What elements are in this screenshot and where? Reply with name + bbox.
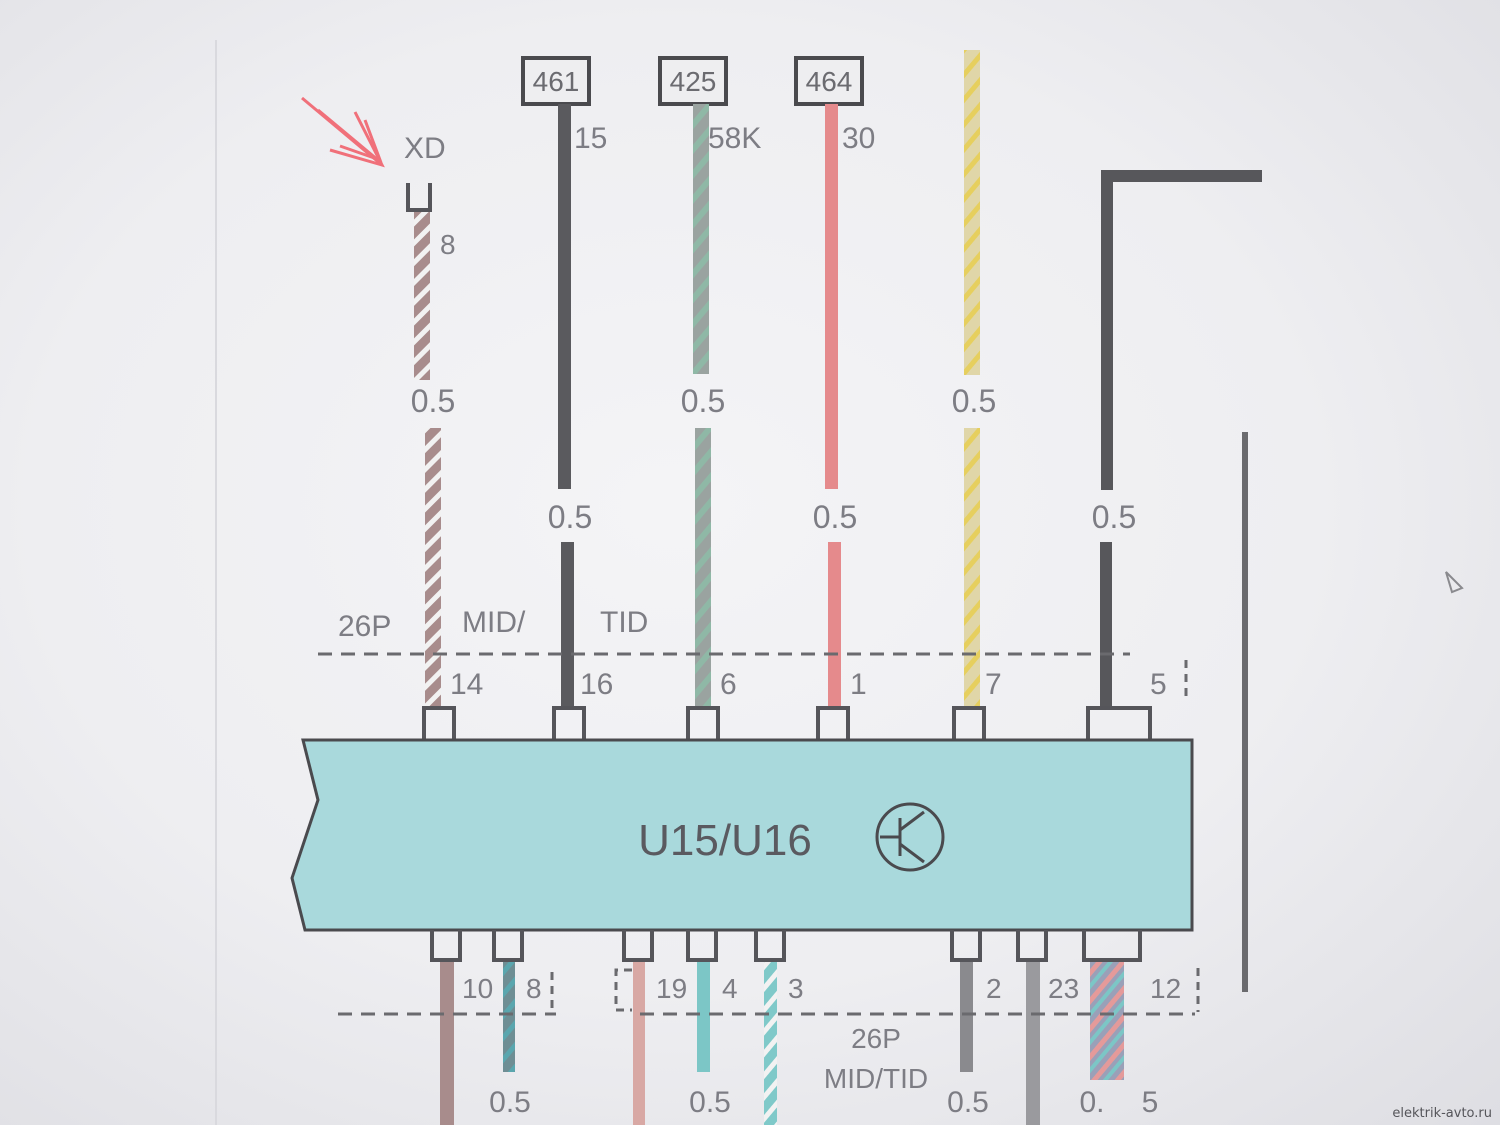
connector-top-label-tid: TID xyxy=(600,606,648,639)
cursor-mark-icon xyxy=(1445,571,1464,594)
gauge-dark: 0.5 xyxy=(1092,499,1136,535)
gauge-black: 0.5 xyxy=(548,499,592,535)
gauge-gray-green: 0.5 xyxy=(681,383,725,419)
terminal-464-label: 464 xyxy=(806,66,853,97)
xd-label: XD xyxy=(404,132,446,165)
terminal-461-pin-label: 15 xyxy=(574,122,607,155)
terminal-461: 461 xyxy=(521,56,591,106)
wire-bottom-12 xyxy=(1090,962,1124,1080)
pin-10: 10 xyxy=(462,973,493,1004)
gauge-bottom-12-b: 5 xyxy=(1142,1086,1159,1119)
wire-gray-green xyxy=(693,104,711,706)
pin-7: 7 xyxy=(985,668,1002,701)
pin-3: 3 xyxy=(788,973,804,1004)
wire-black xyxy=(558,104,574,706)
wire-red xyxy=(825,104,841,706)
connector-bottom-bracket-left xyxy=(614,968,632,1012)
transistor-icon xyxy=(875,802,945,872)
pin-16: 16 xyxy=(580,668,613,701)
wire-dark xyxy=(1100,170,1262,706)
wire-bottom-10 xyxy=(440,962,454,1125)
terminal-464-pin-label: 30 xyxy=(842,122,875,155)
gauge-bottom-12-a: 0. xyxy=(1079,1086,1104,1119)
pin-23: 23 xyxy=(1048,973,1079,1004)
connector-top-label-mid: MID/ xyxy=(462,606,526,639)
page-edge xyxy=(215,40,217,1125)
frame-line xyxy=(1242,432,1248,992)
pin-19: 19 xyxy=(656,973,687,1004)
wire-xd xyxy=(414,212,441,706)
terminal-461-label: 461 xyxy=(533,66,580,97)
connector-top-label-26p: 26P xyxy=(338,610,391,643)
pin-12: 12 xyxy=(1150,973,1181,1004)
gauge-bottom-2: 0.5 xyxy=(947,1086,989,1119)
wire-bottom-8 xyxy=(503,962,515,1072)
pin-8: 8 xyxy=(526,973,542,1004)
pin-6: 6 xyxy=(720,668,737,701)
wire-bottom-4 xyxy=(697,962,710,1072)
wire-bottom-19 xyxy=(633,962,645,1125)
pin-1: 1 xyxy=(850,668,867,701)
watermark: elektrik-avto.ru xyxy=(1392,1106,1492,1121)
pin-14: 14 xyxy=(450,668,483,701)
wire-bottom-3 xyxy=(764,962,777,1125)
module-u15-u16: U15/U16 xyxy=(290,738,1194,932)
gauge-bottom-4: 0.5 xyxy=(689,1086,731,1119)
highlight-arrow-icon xyxy=(301,96,385,168)
pin-2: 2 xyxy=(986,973,1002,1004)
top-sockets xyxy=(422,706,1152,740)
terminal-425-pin-label: 58K xyxy=(708,122,761,155)
xd-socket-icon xyxy=(406,183,432,212)
wire-bottom-2 xyxy=(960,962,973,1072)
connector-bottom-label-26p: 26P xyxy=(851,1023,901,1054)
connector-bottom-label-midtid: MID/TID xyxy=(824,1063,928,1094)
pin-5: 5 xyxy=(1150,668,1167,701)
pin-4: 4 xyxy=(722,973,738,1004)
terminal-425: 425 xyxy=(658,56,728,106)
gauge-red: 0.5 xyxy=(813,499,857,535)
gauge-xd: 0.5 xyxy=(411,383,455,419)
xd-pin-label: 8 xyxy=(440,229,456,260)
module-label: U15/U16 xyxy=(638,816,812,865)
gauge-yellow: 0.5 xyxy=(952,383,996,419)
terminal-464: 464 xyxy=(794,56,864,106)
wire-bottom-23 xyxy=(1026,962,1040,1125)
bottom-sockets xyxy=(430,930,1142,962)
wire-yellow xyxy=(964,50,980,706)
gauge-bottom-8: 0.5 xyxy=(489,1086,531,1119)
terminal-425-label: 425 xyxy=(670,66,717,97)
